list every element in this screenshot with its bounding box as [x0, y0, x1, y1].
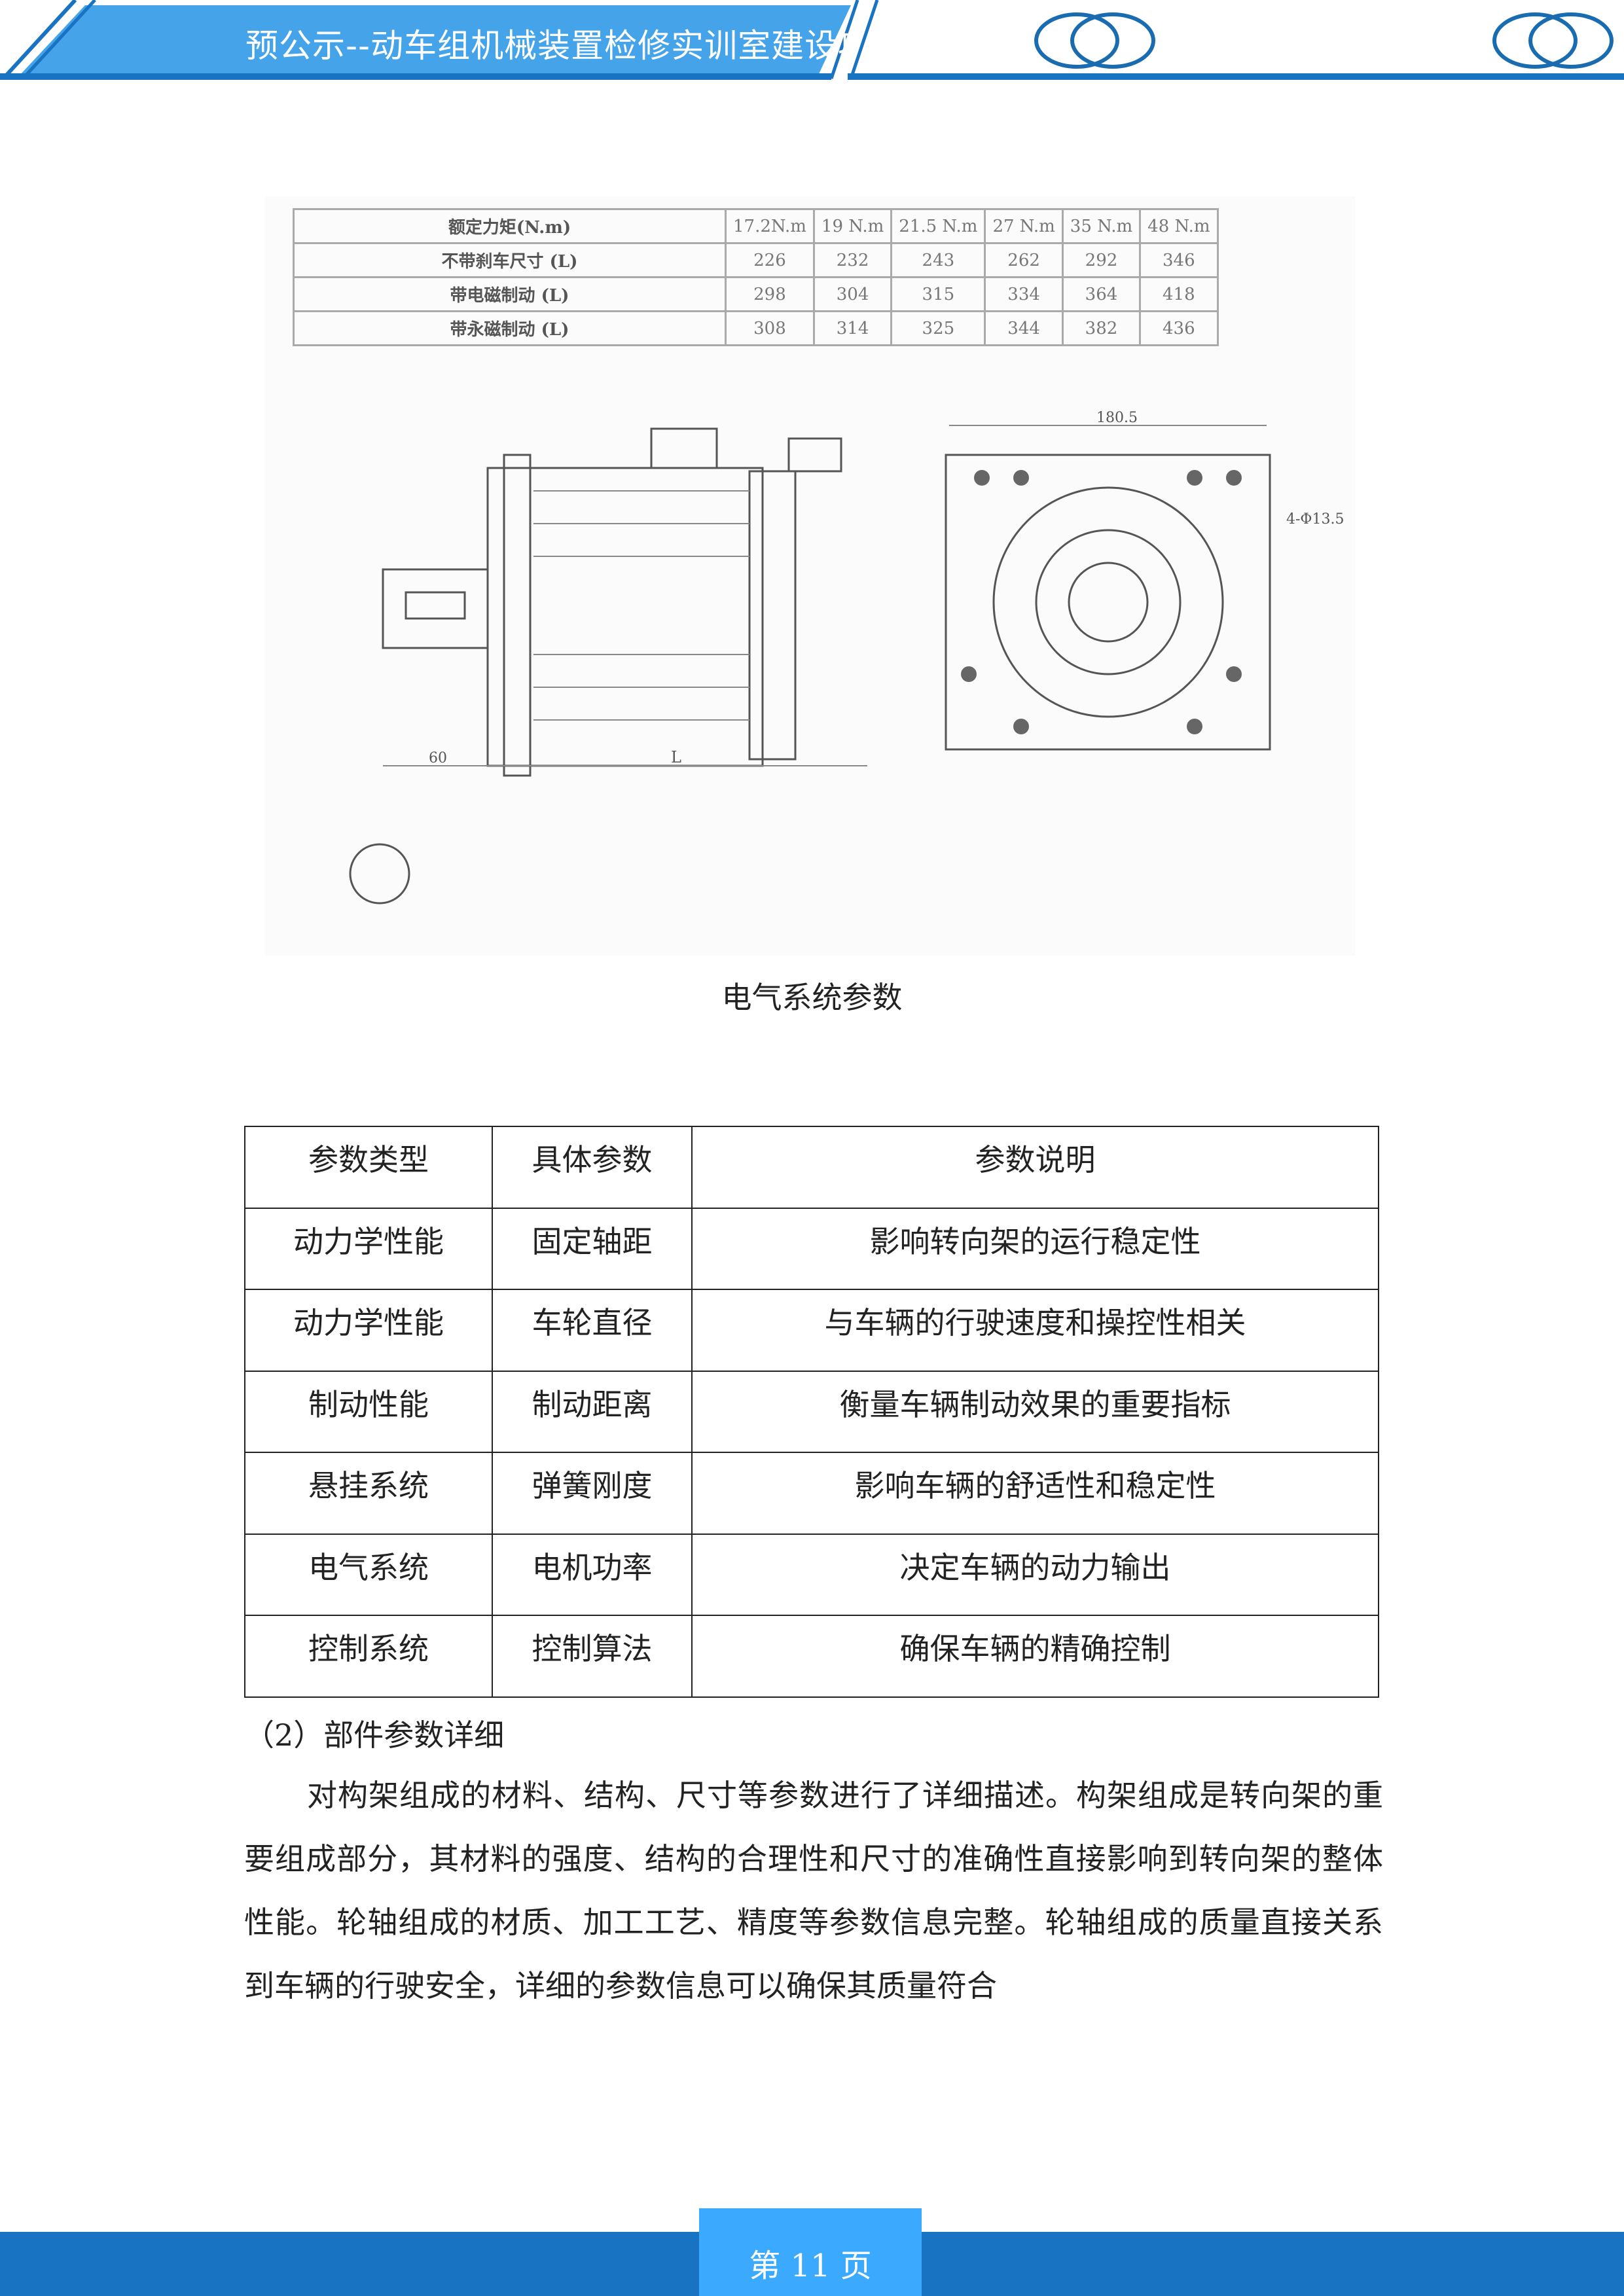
table-cell: 不带刹车尺寸 (L): [293, 242, 727, 278]
table-cell: 35 N.m: [1061, 208, 1142, 244]
table-cell: 292: [1061, 242, 1142, 278]
dim-length: L: [671, 748, 681, 766]
table-cell: 334: [984, 276, 1064, 312]
table-cell: 额定力矩(N.m): [293, 208, 727, 244]
page-number: 第 11 页: [699, 2208, 922, 2296]
table-cell: 电机功率: [492, 1533, 693, 1616]
dim-width: 180.5: [1096, 410, 1138, 426]
table-cell: 确保车辆的精确控制: [691, 1615, 1379, 1698]
table-row: 电气系统电机功率决定车辆的动力输出: [244, 1533, 1379, 1616]
table-cell: 325: [890, 310, 986, 346]
table-cell: 243: [890, 242, 986, 278]
table-cell: 与车辆的行驶速度和操控性相关: [691, 1289, 1379, 1372]
dim-holes: 4-Φ13.5: [1286, 511, 1344, 528]
logo-icon: [1492, 12, 1614, 69]
table-header: 参数类型: [244, 1126, 493, 1209]
table-cell: 226: [725, 242, 815, 278]
table-cell: 344: [984, 310, 1064, 346]
table-cell: 带永磁制动 (L): [293, 310, 727, 346]
table-header: 参数说明: [691, 1126, 1379, 1209]
table-cell: 298: [725, 276, 815, 312]
table-cell: 车轮直径: [492, 1289, 693, 1372]
document-title: 预公示--动车组机械装置检修实训室建设项目: [245, 27, 854, 65]
figure-caption: 电气系统参数: [721, 980, 903, 1015]
table-cell: 48 N.m: [1139, 208, 1219, 244]
section-heading: （2）部件参数详细: [244, 1717, 505, 1753]
table-cell: 232: [812, 242, 893, 278]
table-cell: 悬挂系统: [244, 1452, 493, 1535]
table-cell: 影响车辆的舒适性和稳定性: [691, 1452, 1379, 1535]
table-cell: 17.2N.m: [725, 208, 815, 244]
table-cell: 固定轴距: [492, 1207, 693, 1290]
table-cell: 262: [984, 242, 1064, 278]
table-cell: 决定车辆的动力输出: [691, 1533, 1379, 1616]
table-row: 控制系统控制算法确保车辆的精确控制: [244, 1615, 1379, 1698]
table-cell: 304: [812, 276, 893, 312]
table-cell: 436: [1139, 310, 1219, 346]
table-cell: 21.5 N.m: [890, 208, 986, 244]
table-cell: 衡量车辆制动效果的重要指标: [691, 1370, 1379, 1453]
table-cell: 控制系统: [244, 1615, 493, 1698]
table-row: 动力学性能车轮直径与车辆的行驶速度和操控性相关: [244, 1289, 1379, 1372]
table-header-row: 参数类型具体参数参数说明: [244, 1126, 1379, 1209]
parameter-table: 参数类型具体参数参数说明 动力学性能固定轴距影响转向架的运行稳定性 动力学性能车…: [244, 1126, 1379, 1698]
table-cell: 364: [1061, 276, 1142, 312]
table-cell: 电气系统: [244, 1533, 493, 1616]
table-cell: 制动距离: [492, 1370, 693, 1453]
table-cell: 影响转向架的运行稳定性: [691, 1207, 1379, 1290]
table-header: 具体参数: [492, 1126, 693, 1209]
body-paragraph: 对构架组成的材料、结构、尺寸等参数进行了详细描述。构架组成是转向架的重要组成部分…: [244, 1778, 1383, 2003]
table-cell: 弹簧刚度: [492, 1452, 693, 1535]
dim-shaft: 60: [429, 750, 447, 766]
table-cell: 动力学性能: [244, 1207, 493, 1290]
table-cell: 346: [1139, 242, 1219, 278]
page-header: 预公示--动车组机械装置检修实训室建设项目: [0, 0, 1624, 85]
logo-icon: [1034, 12, 1155, 69]
table-cell: 418: [1139, 276, 1219, 312]
table-cell: 382: [1061, 310, 1142, 346]
header-banner: [0, 0, 1624, 81]
table-cell: 制动性能: [244, 1370, 493, 1453]
table-cell: 315: [890, 276, 986, 312]
table-cell: 314: [812, 310, 893, 346]
table-cell: 动力学性能: [244, 1289, 493, 1372]
table-cell: 19 N.m: [812, 208, 893, 244]
table-row: 制动性能制动距离衡量车辆制动效果的重要指标: [244, 1370, 1379, 1453]
table-cell: 27 N.m: [984, 208, 1064, 244]
table-cell: 带电磁制动 (L): [293, 276, 727, 312]
table-cell: 308: [725, 310, 815, 346]
table-cell: 控制算法: [492, 1615, 693, 1698]
table-row: 悬挂系统弹簧刚度影响车辆的舒适性和稳定性: [244, 1452, 1379, 1535]
table-row: 动力学性能固定轴距影响转向架的运行稳定性: [244, 1207, 1379, 1290]
